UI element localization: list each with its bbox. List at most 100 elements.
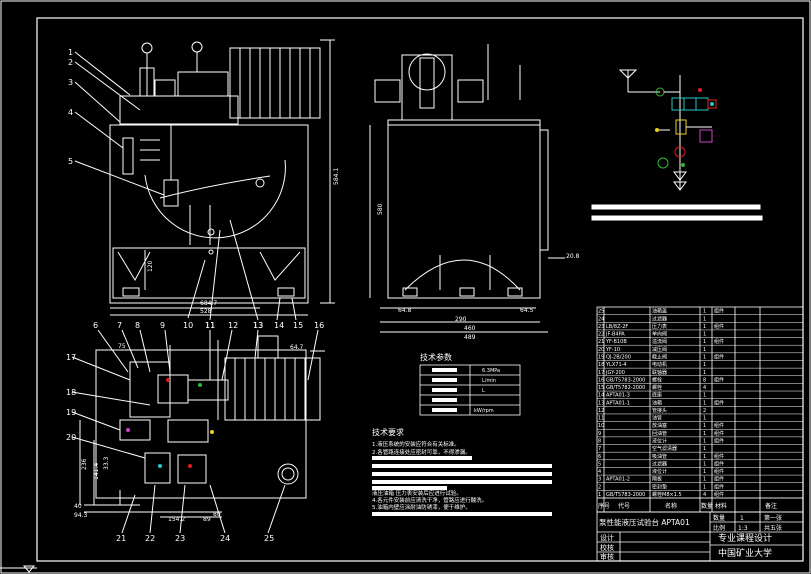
callout-17: 17 [66, 353, 76, 362]
dim-a-top: 75 [118, 343, 126, 350]
parts-row-cell: 组件 [714, 430, 724, 437]
tech-req-line-9: 5.油箱内壁应涂耐油防锈漆，便于维护。 [372, 503, 471, 511]
dim-h-top: 89 [203, 516, 211, 523]
parts-row-cell: 组件 [714, 422, 724, 429]
parts-row-cell: 组件 [714, 483, 724, 490]
parts-row-cell: 6 [598, 454, 601, 460]
parts-row-cell: 组件 [714, 308, 724, 315]
dim-total2-side: 489 [464, 334, 476, 341]
parts-row-cell: 19 [598, 354, 604, 360]
parts-row-cell: 3 [598, 477, 601, 483]
callout-15: 15 [293, 321, 303, 330]
callout-8: 8 [135, 321, 140, 330]
top-view-labels: 6 7 8 9 11 12 13 16 17 18 19 20 21 22 23… [66, 321, 324, 543]
callout-7: 7 [117, 321, 122, 330]
parts-row-cell: 8 [703, 377, 706, 383]
tech-req-line-0: 1.液压系统的安装应符合有关标准。 [372, 440, 460, 448]
parts-row-cell: 1 [703, 347, 706, 353]
dim-height-front: 584.1 [333, 168, 340, 185]
parts-row-cell: 1 [703, 431, 706, 437]
parts-row-cell: 底座 [652, 392, 662, 399]
parts-row-cell: 21 [598, 339, 604, 345]
parts-row-cell: 组件 [714, 460, 724, 467]
parts-row-cell: GB/T5783-2000 [606, 492, 645, 498]
schematic-dots [655, 88, 714, 167]
parts-row-cell: 1 [703, 354, 706, 360]
parts-row-cell: 1 [703, 324, 706, 330]
parts-row-cell: YF-B10B [605, 339, 627, 345]
dim-b-top: 64.7 [290, 344, 304, 351]
parts-row-cell: 管接头 [652, 407, 667, 414]
parts-row-cell: 吸油管 [652, 453, 667, 460]
parts-row-cell: 2 [598, 484, 601, 490]
top-view-dots [126, 378, 214, 468]
callout-12: 12 [228, 321, 238, 330]
parts-row-cell: 7 [598, 446, 601, 452]
parts-header-qty: 数量 [701, 502, 713, 510]
callout-11: 11 [205, 321, 215, 330]
dim-width-inner-front: 684.7 [200, 300, 217, 307]
parts-header-no: 序号 [598, 502, 610, 510]
parts-row-cell: 8 [598, 439, 601, 445]
parts-row-cell: 10 [598, 423, 604, 429]
parts-row-cell: 油管 [652, 415, 662, 422]
dim-d-top: 94.3 [74, 512, 88, 519]
side-view-labels: 580 20.8 64.8 290 64.5 460 489 [377, 203, 580, 341]
parts-row-cell: 15 [598, 385, 604, 391]
parts-row-cell: 1 [598, 492, 601, 498]
parts-row-cell: 1 [703, 439, 706, 445]
designer-label: 设计 [600, 533, 614, 542]
parts-row-cell: 空气滤清器 [652, 445, 677, 452]
parts-row-cell: 溢流阀 [652, 338, 667, 345]
parts-row-cell: 20 [598, 347, 604, 353]
tech-req-line-1: 2.各管路连接处应密封可靠，不得渗漏。 [372, 448, 471, 456]
callout-23: 23 [175, 534, 185, 543]
qty-label: 数量 [713, 514, 725, 522]
parts-row-cell: 组件 [714, 338, 724, 345]
parts-row-cell: 5 [598, 461, 601, 467]
parts-row-cell: 13 [598, 400, 604, 406]
sheet-total: 共五张 [764, 524, 782, 532]
dim-j-top: 80 [213, 511, 221, 518]
parts-row-cell: 组件 [714, 353, 724, 360]
title-block-text: 泵性能液压试验台 APTA01 数量 1 第一张 比例 1:3 共五张 设计 校… [599, 514, 782, 561]
callout-6: 6 [93, 321, 98, 330]
parts-row-cell: 1 [703, 316, 706, 322]
parts-row-cell: 24 [598, 316, 604, 322]
parts-row-cell: 18 [598, 362, 604, 368]
parts-row-cell: 过滤器 [652, 460, 667, 467]
tech-req-line-7: 液压油箱 压力表安装后应进行试验。 [372, 489, 462, 497]
dim-left-side: 64.8 [398, 307, 412, 314]
parts-header-code: 代号 [618, 502, 630, 510]
parts-row-cell: 16 [598, 377, 604, 383]
qty-value: 1 [740, 515, 744, 522]
parts-row-cell: 1 [703, 484, 706, 490]
parts-row-cell: 电动机 [652, 361, 667, 368]
parts-row-cell: 9 [598, 431, 601, 437]
callout-9: 9 [160, 321, 165, 330]
parts-row-cell: 22 [598, 332, 604, 338]
parts-row-cell: JF-B4PA [605, 332, 625, 338]
callout-11b: 11 [205, 321, 215, 330]
parts-row-cell: 1 [703, 477, 706, 483]
parts-row-cell: 1 [703, 454, 706, 460]
parts-row-cell: 液位计 [652, 438, 667, 445]
tech-param-value-2: L [482, 388, 485, 394]
parts-row-cell: 油箱盖 [652, 308, 667, 315]
dim-right-side: 64.5 [520, 307, 534, 314]
title-block [596, 511, 804, 562]
parts-row-cell: 1 [703, 416, 706, 422]
top-view [71, 329, 325, 534]
parts-row-cell: 压力表 [652, 323, 667, 330]
parts-header: 序号 代号 名称 数量 材料 备注 [598, 502, 777, 510]
parts-row-cell: 1 [703, 339, 706, 345]
parts-row-cell: APTA01-1 [606, 400, 630, 406]
parts-row-cell: 组件 [714, 438, 724, 445]
hydraulic-schematic [591, 69, 763, 221]
parts-row-cell: 12 [598, 408, 604, 414]
parts-row-cell: 1 [703, 309, 706, 315]
dim-i-top: 33.3 [103, 456, 110, 470]
callout-4: 4 [68, 108, 73, 117]
